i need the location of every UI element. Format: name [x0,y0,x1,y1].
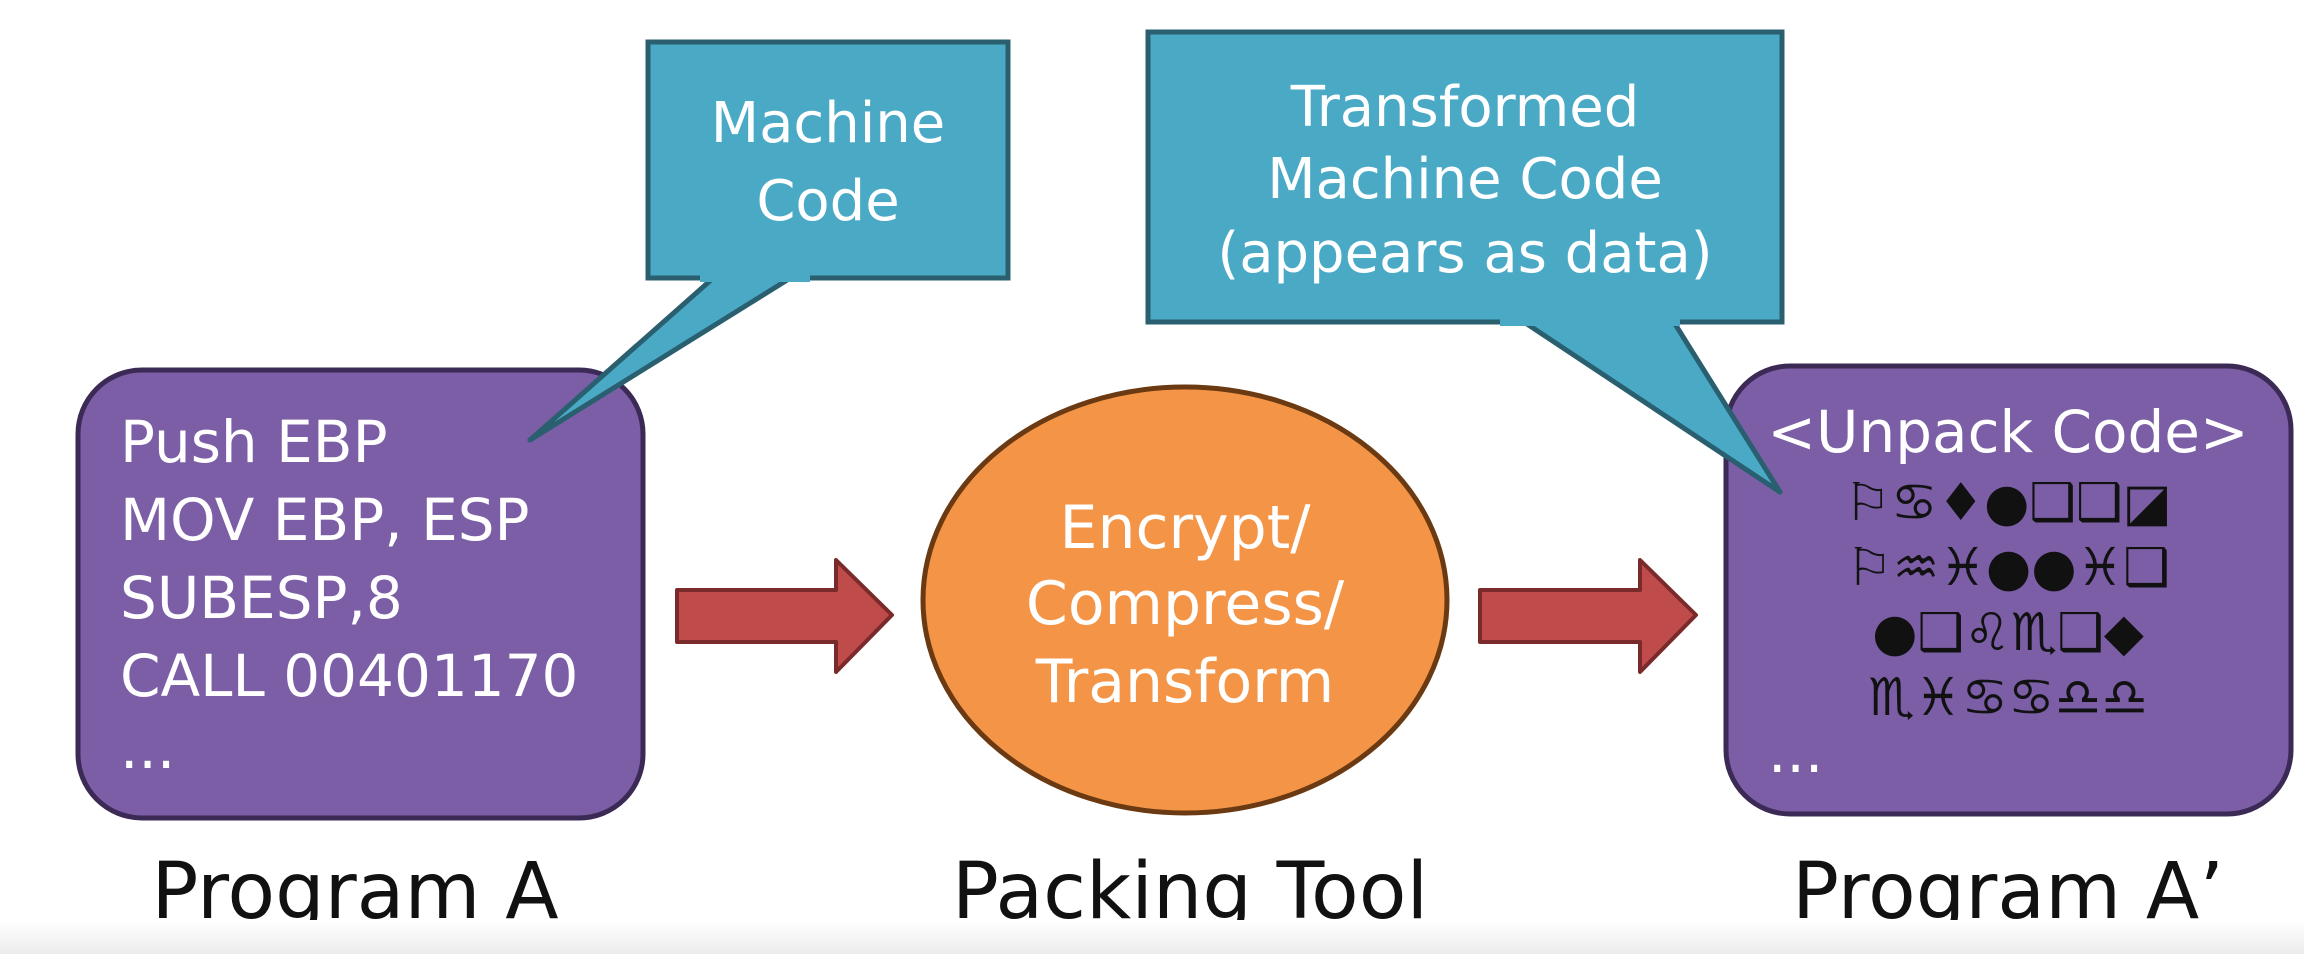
bottom-edge-shade [0,920,2304,954]
transformed-callout [1145,29,1785,325]
machine-code-callout-pointer [527,269,803,443]
machine-code-label-line-2: Code [756,169,899,234]
packing-tool-line-2: Compress/ [1026,569,1345,639]
program-a-prime-ellipsis: ... [1768,718,1823,786]
machine-code-callout [645,39,1011,281]
transformed-label-line-2: Machine Code [1267,147,1663,212]
arrow-to-packing-tool [675,558,894,674]
packing-tool-line-1: Encrypt/ [1060,493,1312,563]
encrypted-glyph-row-3: ●❑♌♏❑◆ [1872,603,2144,663]
program-a-line-3: SUBESP,8 [120,564,403,632]
program-a-line-4: CALL 00401170 [120,642,578,710]
program-a-line-5: ... [120,714,175,782]
arrow-to-program-a-prime [1478,558,1698,674]
program-a-line-2: MOV EBP, ESP [120,486,530,554]
program-a-line-1: Push EBP [120,408,388,476]
machine-code-label-line-1: Machine [711,91,945,156]
packing-tool-ellipse [920,384,1450,816]
packing-tool-line-3: Transform [1035,647,1334,717]
program-a-prime-box [1723,363,2294,817]
encrypted-glyph-row-4: ♏♓♋♋♎♎ [1868,668,2148,728]
unpack-code-header: <Unpack Code> [1767,398,2248,466]
encrypted-glyph-row-1: ⚐♋♦●❑❑◪ [1844,473,2172,533]
encrypted-glyph-row-2: ⚐♒♓●●♓❑ [1846,538,2170,598]
program-a-box [75,367,646,821]
transformed-label-line-1: Transformed [1290,75,1640,140]
transformed-label-line-3: (appears as data) [1217,221,1712,286]
